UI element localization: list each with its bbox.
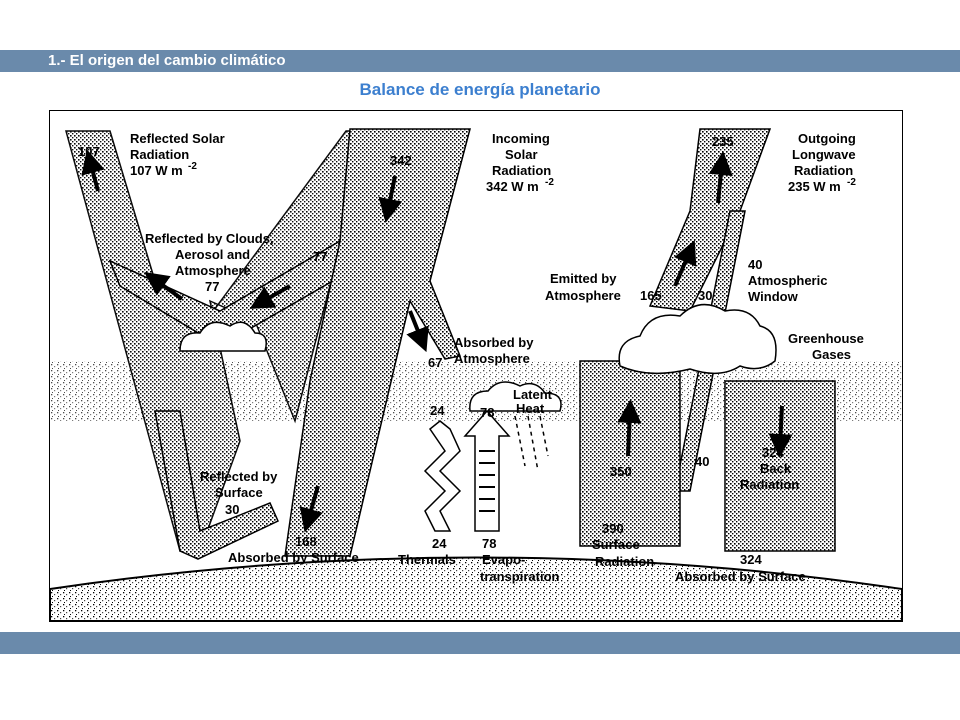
incoming-solar-line3: Radiation	[492, 163, 551, 178]
emitted-atmosphere-value: 165	[640, 288, 662, 303]
surface-radiation-value: 390	[602, 521, 624, 536]
atmospheric-window-lower-value: 40	[695, 454, 709, 469]
latent-heat-line1: Latent	[513, 387, 553, 402]
outgoing-longwave-line1: Outgoing	[798, 131, 856, 146]
section-title: 1.- El origen del cambio climático	[48, 52, 286, 69]
latent-heat-cloud-icon	[469, 381, 562, 412]
latent-heat-line2: Heat	[516, 401, 545, 416]
cloud-left-icon	[179, 321, 267, 352]
surface-radiation-line1: Surface	[592, 537, 640, 552]
flow-arrows	[81, 149, 793, 533]
evapo-dashes	[479, 450, 495, 512]
evapo-line1: Evapo-	[482, 552, 525, 567]
evapo-line2: transpiration	[480, 569, 560, 584]
absorbed-surface-solar-value: 168	[295, 534, 317, 549]
reflected-solar-line2: Radiation	[130, 147, 189, 162]
absorbed-surface-ir-value: 324	[740, 552, 762, 567]
reflected-clouds-flow-value: 77	[313, 249, 327, 264]
reflected-clouds-line1: Reflected by Clouds,	[145, 231, 274, 246]
back-radiation-line1: Back	[760, 461, 792, 476]
reflected-surface-band	[154, 410, 279, 560]
reflected-surface-value: 30	[225, 502, 239, 517]
earth-surface	[50, 556, 902, 621]
outgoing-longwave-line4: 235 W m	[788, 179, 841, 194]
emitted-atmosphere-line1: Emitted by	[550, 271, 617, 286]
surface-radiation-line2: Radiation	[595, 554, 654, 569]
reflected-solar-exp: -2	[188, 161, 197, 172]
thermals-arrow	[423, 420, 462, 532]
incoming-solar-line2: Solar	[505, 147, 538, 162]
header-bar	[0, 50, 960, 72]
outgoing-longwave-exp: -2	[847, 177, 856, 188]
thermals-label: Thermals	[398, 552, 456, 567]
latent-heat-value: 78	[480, 405, 494, 420]
evapotranspiration-arrow	[463, 409, 511, 532]
reflected-clouds-value: 77	[205, 279, 219, 294]
incoming-solar-line1: Incoming	[492, 131, 550, 146]
absorbed-surface-solar-label: Absorbed by Surface	[228, 550, 359, 565]
reflected-surface-line1: Reflected by	[200, 469, 278, 484]
page-subtitle: Balance de energía planetario	[359, 80, 601, 99]
outgoing-longwave-line3: Radiation	[794, 163, 853, 178]
incoming-solar-exp: -2	[545, 177, 554, 188]
energy-balance-diagram: 107 Reflected Solar Radiation 107 W m -2…	[49, 110, 903, 622]
incoming-solar-value: 342	[390, 153, 412, 168]
footer-bar	[0, 632, 960, 654]
atmospheric-window-value: 40	[748, 257, 762, 272]
reflected-clouds-line3: Atmosphere	[175, 263, 251, 278]
reflected-solar-line3: 107 W m	[130, 163, 183, 178]
emitted-atmosphere-value2: 30	[698, 288, 712, 303]
incoming-solar-band	[284, 128, 471, 557]
thermals-value-top: 24	[430, 403, 445, 418]
atmospheric-window-line1: Atmospheric	[748, 273, 827, 288]
thermals-value-bottom: 24	[432, 536, 447, 551]
greenhouse-cloud-icon	[618, 303, 777, 375]
outgoing-longwave-line2: Longwave	[792, 147, 856, 162]
reflected-surface-line2: Surface	[215, 485, 263, 500]
absorbed-atmosphere-value: 67	[428, 355, 442, 370]
emitted-atmosphere-line2: Atmosphere	[545, 288, 621, 303]
absorbed-atmosphere-line2: Atmosphere	[454, 351, 530, 366]
outgoing-longwave-value: 235	[712, 134, 734, 149]
absorbed-atmosphere-line1: Absorbed by	[454, 335, 534, 350]
reflected-clouds-line2: Aerosol and	[175, 247, 250, 262]
greenhouse-line1: Greenhouse	[788, 331, 864, 346]
back-radiation-line2: Radiation	[740, 477, 799, 492]
incoming-solar-line4: 342 W m	[486, 179, 539, 194]
reflected-solar-value: 107	[78, 144, 100, 159]
absorbed-surface-ir-label: Absorbed by Surface	[675, 569, 806, 584]
surface-radiation-up-value: 350	[610, 464, 632, 479]
atmospheric-window-line2: Window	[748, 289, 799, 304]
evapo-value: 78	[482, 536, 496, 551]
rain-icon	[514, 415, 549, 472]
reflected-solar-line1: Reflected Solar	[130, 131, 225, 146]
greenhouse-line2: Gases	[812, 347, 851, 362]
back-radiation-band	[724, 380, 836, 552]
back-radiation-value: 324	[762, 445, 784, 460]
